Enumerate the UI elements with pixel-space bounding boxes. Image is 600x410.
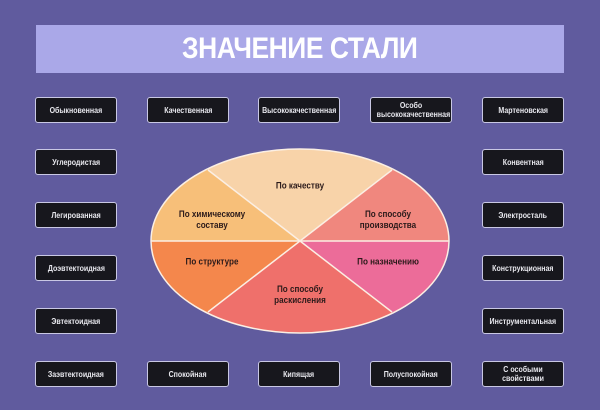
box-tool: Инструментальная	[482, 308, 564, 334]
box-structural: Конструкционная	[482, 255, 564, 281]
box-rimmed: Кипящая	[258, 361, 340, 387]
box-especially-high-quality: Особо высококачественная	[370, 97, 452, 123]
box-label: Инструментальная	[489, 316, 557, 326]
box-ordinary: Обыкновенная	[35, 97, 117, 123]
box-converter: Конвентная	[482, 149, 564, 175]
box-label: Особо высококачественная	[376, 101, 451, 119]
box-carbon: Углеродистая	[35, 149, 117, 175]
box-eutectoid: Эвтектоидная	[35, 308, 117, 334]
box-label: Высококачественная	[261, 105, 337, 115]
box-open-hearth: Мартеновская	[482, 97, 564, 123]
segment-label-chemical: По химическому составу	[178, 209, 246, 230]
box-label: Обыкновенная	[49, 105, 103, 115]
segment-label-structure: По структуре	[185, 256, 239, 267]
page-title: ЗНАЧЕНИЕ СТАЛИ	[182, 32, 418, 65]
box-label: С особыми свойствами	[502, 365, 544, 383]
box-label: Заэвтектоидная	[47, 369, 105, 379]
box-label: Качественная	[163, 105, 213, 115]
box-label: Углеродистая	[52, 157, 100, 167]
box-special-properties: С особыми свойствами	[482, 361, 564, 387]
box-semi-killed: Полуспокойная	[370, 361, 452, 387]
box-label: Электросталь	[498, 210, 548, 220]
box-killed: Спокойная	[147, 361, 229, 387]
box-label: Конвентная	[502, 157, 544, 167]
segment-purpose	[300, 241, 449, 333]
segment-label-quality: По качеству	[275, 180, 325, 191]
box-label: Доэвтектоидная	[47, 263, 105, 273]
box-label: Эвтектоидная	[51, 316, 101, 326]
box-label: Конструкционная	[492, 263, 554, 273]
box-quality: Качественная	[147, 97, 229, 123]
segment-deoxidation	[160, 241, 440, 333]
segment-label-purpose: По назначению	[357, 256, 419, 267]
box-label: Полуспокойная	[383, 369, 439, 379]
box-label: Мартеновская	[498, 105, 548, 115]
box-label: Кипящая	[283, 369, 315, 379]
segment-label-deoxidation: По способу раскисления	[274, 284, 326, 305]
title-banner: ЗНАЧЕНИЕ СТАЛИ	[36, 25, 564, 73]
segment-label-production: По способу производства	[359, 209, 417, 230]
box-label: Спокойная	[169, 369, 207, 379]
box-alloyed: Легированная	[35, 202, 117, 228]
segment-structure	[151, 241, 300, 333]
box-hypoeutectoid: Доэвтектоидная	[35, 255, 117, 281]
segment-quality-fill	[180, 149, 420, 241]
box-hypereutectoid: Заэвтектоидная	[35, 361, 117, 387]
box-label: Легированная	[51, 210, 101, 220]
box-electrosteel: Электросталь	[482, 202, 564, 228]
box-high-quality: Высококачественная	[258, 97, 340, 123]
